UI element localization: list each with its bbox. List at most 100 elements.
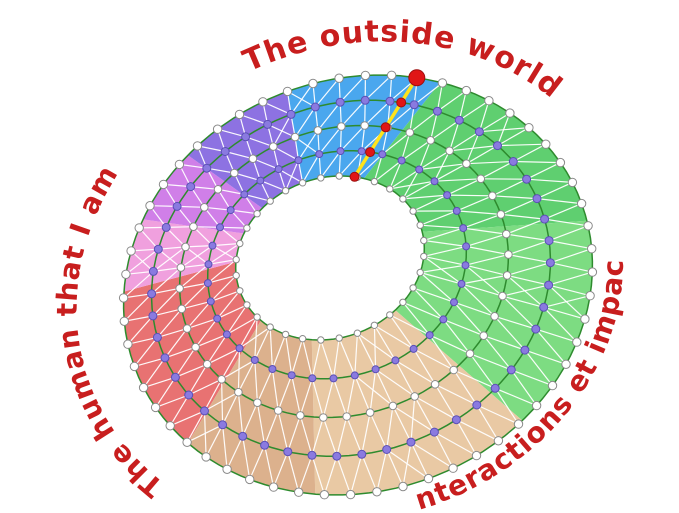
node[interactable] <box>385 96 395 106</box>
node[interactable] <box>241 132 251 142</box>
node[interactable] <box>513 419 524 429</box>
node[interactable] <box>186 182 196 192</box>
node[interactable] <box>235 344 244 353</box>
node[interactable] <box>184 390 194 400</box>
node[interactable] <box>253 210 261 218</box>
node[interactable] <box>450 298 458 307</box>
node[interactable] <box>388 401 398 411</box>
node[interactable] <box>448 463 458 473</box>
node[interactable] <box>129 361 140 372</box>
node[interactable] <box>382 445 392 454</box>
node[interactable] <box>216 223 224 232</box>
node[interactable] <box>182 324 192 333</box>
node[interactable] <box>445 146 454 156</box>
node[interactable] <box>148 311 158 321</box>
node[interactable] <box>587 244 597 254</box>
node[interactable] <box>238 431 248 441</box>
node[interactable] <box>152 332 162 342</box>
node[interactable] <box>170 372 180 382</box>
node[interactable] <box>386 311 394 319</box>
node[interactable] <box>161 222 171 232</box>
node[interactable] <box>253 313 261 321</box>
node[interactable] <box>505 108 515 118</box>
node[interactable] <box>290 132 300 142</box>
node[interactable] <box>317 174 325 182</box>
node[interactable] <box>493 141 502 151</box>
node[interactable] <box>313 126 323 135</box>
node[interactable] <box>409 207 417 215</box>
node[interactable] <box>310 102 320 112</box>
node[interactable] <box>502 271 512 280</box>
node[interactable] <box>416 268 424 277</box>
node[interactable] <box>531 324 541 334</box>
node[interactable] <box>576 198 587 209</box>
node[interactable] <box>365 408 375 417</box>
node[interactable] <box>490 383 500 393</box>
sector-purple[interactable] <box>188 91 303 209</box>
node[interactable] <box>204 260 213 269</box>
node[interactable] <box>222 464 232 474</box>
node[interactable] <box>332 451 342 461</box>
node[interactable] <box>547 380 558 391</box>
node[interactable] <box>471 450 482 461</box>
node[interactable] <box>294 156 303 165</box>
node[interactable] <box>191 342 200 352</box>
node[interactable] <box>353 329 362 337</box>
node[interactable] <box>423 473 434 484</box>
node[interactable] <box>175 284 184 293</box>
node[interactable] <box>174 159 185 170</box>
node[interactable] <box>425 331 434 340</box>
node[interactable] <box>213 314 222 323</box>
node[interactable] <box>250 356 259 364</box>
node[interactable] <box>360 95 370 105</box>
node[interactable] <box>286 109 296 119</box>
node[interactable] <box>134 223 144 233</box>
node[interactable] <box>319 490 330 500</box>
node[interactable] <box>539 302 549 312</box>
node[interactable] <box>189 222 198 231</box>
node[interactable] <box>430 380 440 389</box>
node[interactable] <box>319 413 328 422</box>
node[interactable] <box>415 165 424 174</box>
node[interactable] <box>583 221 593 231</box>
node[interactable] <box>561 359 571 369</box>
node[interactable] <box>580 314 590 324</box>
node[interactable] <box>258 97 268 107</box>
highlight-node[interactable] <box>396 97 407 108</box>
node[interactable] <box>335 97 345 107</box>
node[interactable] <box>153 244 163 254</box>
node[interactable] <box>192 141 203 151</box>
node[interactable] <box>506 365 516 375</box>
node[interactable] <box>266 197 274 205</box>
node[interactable] <box>181 242 190 252</box>
node[interactable] <box>263 119 273 129</box>
node[interactable] <box>334 73 344 83</box>
node[interactable] <box>119 316 130 326</box>
node[interactable] <box>281 330 290 339</box>
node[interactable] <box>315 150 324 159</box>
node[interactable] <box>232 255 240 264</box>
node[interactable] <box>269 142 278 151</box>
node[interactable] <box>150 402 161 413</box>
node[interactable] <box>298 179 307 187</box>
node[interactable] <box>439 315 448 324</box>
node[interactable] <box>202 359 212 369</box>
node[interactable] <box>253 398 262 408</box>
node[interactable] <box>465 349 475 359</box>
node[interactable] <box>370 177 379 186</box>
node[interactable] <box>410 392 420 401</box>
node[interactable] <box>240 190 249 199</box>
node[interactable] <box>329 374 338 383</box>
node[interactable] <box>160 353 170 363</box>
node[interactable] <box>472 400 482 410</box>
node[interactable] <box>336 147 345 156</box>
node[interactable] <box>226 206 235 215</box>
node[interactable] <box>182 437 192 447</box>
node[interactable] <box>232 271 240 280</box>
node[interactable] <box>496 210 506 219</box>
node[interactable] <box>212 124 223 134</box>
highlight-node[interactable] <box>408 69 426 87</box>
node[interactable] <box>378 150 387 159</box>
node[interactable] <box>572 337 582 347</box>
node[interactable] <box>138 382 149 393</box>
